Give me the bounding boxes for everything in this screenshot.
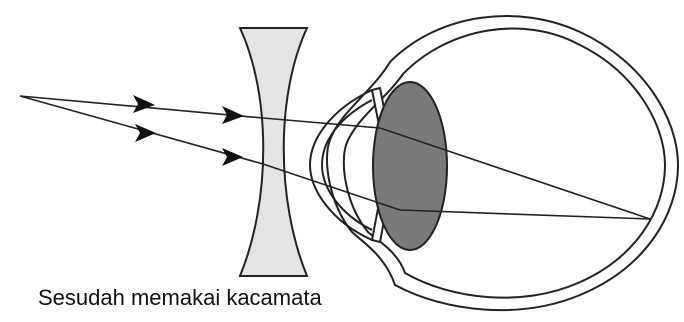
arrow-upper-1 [133, 95, 155, 113]
diagram-caption: Sesudah memakai kacamata [38, 287, 322, 309]
cornea [310, 90, 372, 240]
arrow-lower-2 [222, 148, 243, 166]
concave-lens [240, 28, 307, 276]
arrow-lower-1 [135, 124, 156, 142]
eye-lens [373, 82, 447, 250]
cornea-outer [310, 90, 372, 240]
ray-arrows [133, 95, 244, 166]
